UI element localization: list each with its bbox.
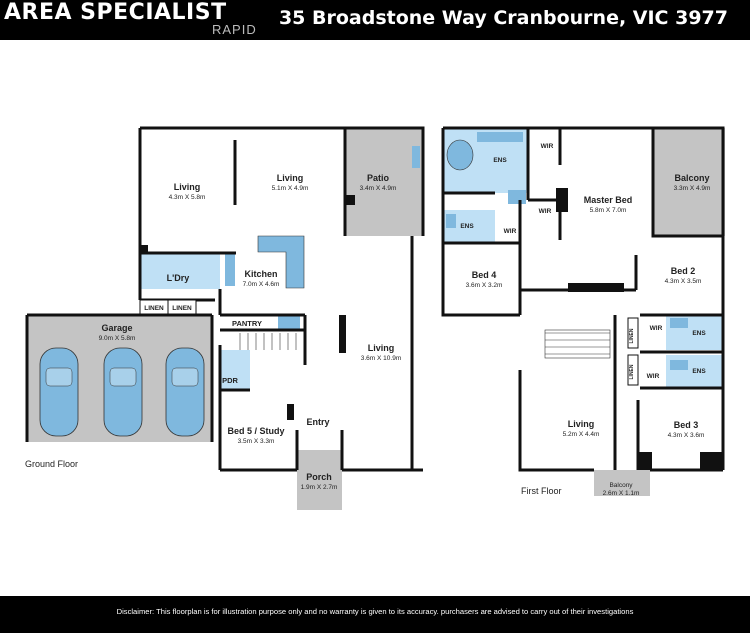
bbq-fixture [412, 146, 420, 168]
balcony-area [653, 128, 725, 236]
disclaimer-text: Disclaimer: This floorplan is for illust… [116, 607, 634, 616]
room-name: L'Dry [167, 273, 190, 283]
pdr-area [220, 350, 250, 390]
linen-closet [627, 354, 639, 386]
room-name: ENS [460, 223, 474, 230]
room-name: LINEN [144, 305, 164, 312]
laundry-area [140, 253, 220, 289]
disclaimer-bar: Disclaimer: This floorplan is for illust… [0, 596, 750, 633]
room-name: Living [277, 173, 304, 183]
ground-floor-label: Ground Floor [25, 459, 78, 469]
toilet-fixture [446, 214, 456, 228]
linen-closet [627, 317, 639, 349]
room-dims: 3.4m X 4.9m [360, 185, 397, 192]
room-name: Balcony [609, 482, 633, 489]
room-name: WIR [650, 325, 663, 332]
wall-column [568, 283, 624, 292]
car-icon [39, 347, 79, 437]
wall-column [287, 404, 294, 420]
porch-area [297, 450, 342, 510]
toilet-fixture [508, 190, 526, 204]
room-name: Patio [367, 173, 390, 183]
car-icon [165, 347, 205, 437]
room-name: Garage [101, 323, 132, 333]
kitchen-bench [225, 252, 235, 286]
wall-column [638, 452, 652, 470]
stairs [544, 329, 611, 359]
room-dims: 5.8m X 7.0m [590, 207, 627, 214]
kitchen-island [257, 235, 305, 289]
room-name: Porch [306, 472, 332, 482]
room-dims: 5.1m X 4.9m [272, 185, 309, 192]
room-name: ENS [692, 368, 706, 375]
room-name: Living [368, 343, 395, 353]
room-name: LINEN [629, 364, 635, 379]
wall-column [140, 245, 148, 253]
stairs [239, 333, 297, 350]
room-name: PANTRY [232, 319, 262, 328]
room-dims: 4.3m X 3.5m [665, 278, 702, 285]
room-name: Kitchen [244, 269, 277, 279]
room-dims: 9.0m X 5.8m [99, 335, 136, 342]
room-name: Living [568, 419, 595, 429]
room-name: Balcony [674, 173, 709, 183]
room-name: WIR [504, 228, 517, 235]
first-floor: ENS WIR Master Bed 5.8m X 7.0m WIR Balco… [441, 126, 725, 497]
wall-column [345, 195, 355, 205]
wall-column [700, 452, 723, 470]
room-name: Bed 5 / Study [227, 426, 284, 436]
room-dims: 3.6m X 10.9m [361, 355, 401, 362]
header-bar: AREA SPECIALIST RAPID 35 Broadstone Way … [0, 0, 750, 40]
brand-logo: AREA SPECIALIST [4, 0, 227, 25]
room-name: Bed 3 [674, 420, 699, 430]
room-dims: 4.3m X 5.8m [169, 194, 206, 201]
room-dims: 7.0m X 4.6m [243, 281, 280, 288]
wall-column [556, 188, 568, 212]
room-name: Entry [306, 417, 329, 427]
room-name: Master Bed [584, 195, 633, 205]
room-dims: 1.9m X 2.7m [301, 484, 338, 491]
room-name: ENS [692, 330, 706, 337]
room-name: ENS [493, 157, 507, 164]
linen-closet [167, 299, 197, 315]
room-name: Bed 4 [472, 270, 497, 280]
room-dims: 2.6m X 1.1m [603, 490, 640, 497]
room-name: PDR [222, 376, 238, 385]
brand-sub: RAPID [212, 22, 257, 37]
room-dims: 3.5m X 3.3m [238, 438, 275, 445]
bath-fixture [446, 139, 474, 171]
room-dims: 3.3m X 4.9m [674, 185, 711, 192]
room-dims: 5.2m X 4.4m [563, 431, 600, 438]
car-icon [103, 347, 143, 437]
room-name: LINEN [629, 328, 635, 343]
wall-column [339, 315, 346, 353]
room-name: WIR [539, 208, 552, 215]
property-address: 35 Broadstone Way Cranbourne, VIC 3977 [278, 7, 728, 29]
pantry-fixture [278, 316, 300, 330]
first-floor-label: First Floor [521, 486, 562, 496]
patio-area [345, 128, 423, 236]
room-dims: 4.3m X 3.6m [668, 432, 705, 439]
shower-fixture [670, 318, 688, 328]
room-name: WIR [647, 373, 660, 380]
room-name: LINEN [172, 305, 192, 312]
room-name: WIR [541, 143, 554, 150]
shower-fixture [670, 360, 688, 370]
vanity-fixture [477, 132, 523, 142]
ground-floor: Living 4.3m X 5.8m Living 5.1m X 4.9m Pa… [25, 126, 425, 510]
balcony-small-area [594, 470, 650, 496]
room-name: Bed 2 [671, 266, 696, 276]
room-name: Living [174, 182, 201, 192]
room-dims: 3.6m X 3.2m [466, 282, 503, 289]
